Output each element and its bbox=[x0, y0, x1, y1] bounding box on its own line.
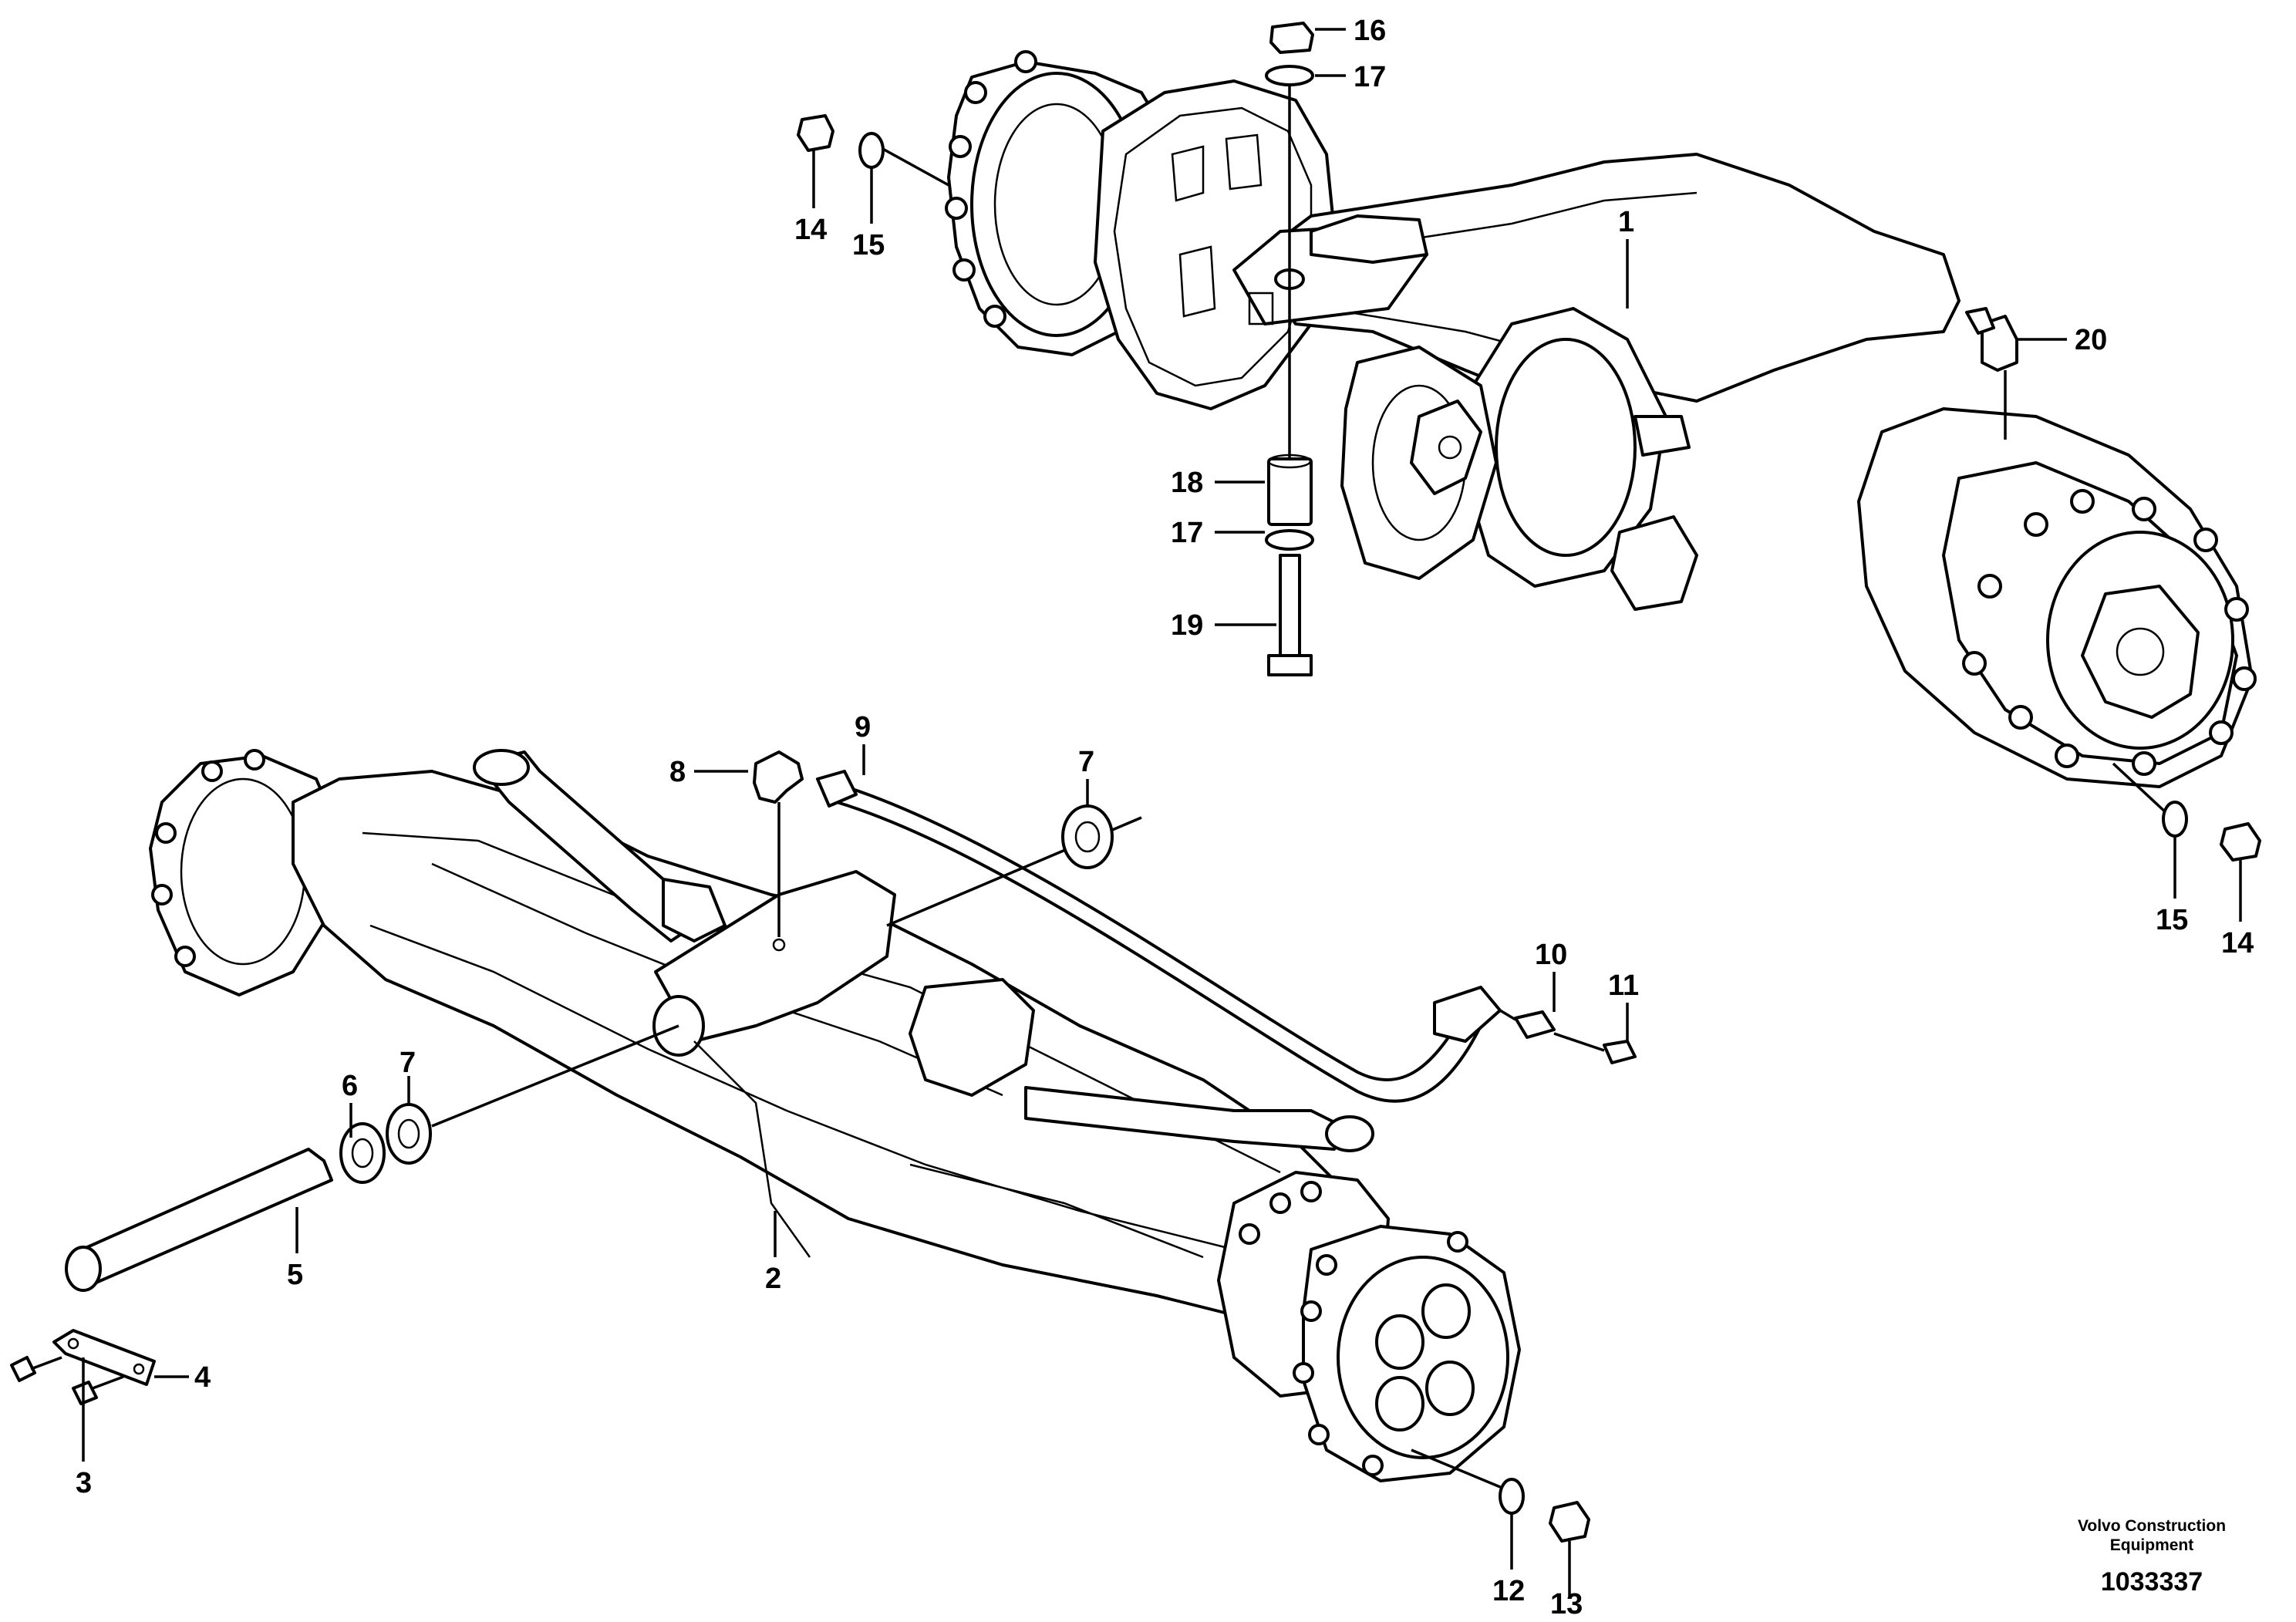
callout-6: 6 bbox=[342, 1070, 358, 1102]
washer-15-right bbox=[2162, 801, 2188, 838]
callout-16: 16 bbox=[1354, 15, 1386, 47]
lock-plate-4 bbox=[52, 1329, 156, 1386]
nipple-11 bbox=[1603, 1040, 1637, 1064]
callout-11: 11 bbox=[1608, 969, 1639, 1002]
rear-right-fasteners bbox=[2112, 762, 2261, 922]
nut-16 bbox=[1269, 22, 1314, 54]
washer-12 bbox=[1499, 1478, 1525, 1515]
callout-4: 4 bbox=[194, 1361, 211, 1394]
callout-15-left: 15 bbox=[852, 229, 885, 261]
front-right-fasteners bbox=[1411, 1448, 1590, 1597]
callout-14-right: 14 bbox=[2221, 927, 2254, 959]
callout-17-bottom: 17 bbox=[1171, 517, 1203, 549]
rear-axle-assembly bbox=[871, 50, 2257, 788]
rear-axle-right-hub bbox=[1857, 407, 2257, 788]
nut-14-left bbox=[797, 114, 834, 152]
adapter-10 bbox=[1514, 1010, 1556, 1039]
front-axle-right-hub bbox=[1293, 1225, 1521, 1482]
footer-credit: Volvo Construction Equipment 1033337 bbox=[2078, 1517, 2226, 1597]
callout-3: 3 bbox=[76, 1467, 92, 1499]
front-axle-housing bbox=[292, 749, 1390, 1398]
callout-leaders bbox=[82, 28, 2067, 1462]
washer-15-left bbox=[858, 132, 885, 169]
front-axle-assembly bbox=[149, 749, 1521, 1482]
washer-7 bbox=[386, 1103, 432, 1165]
elbow-fitting-8 bbox=[753, 750, 804, 804]
washer-6 bbox=[339, 1122, 386, 1184]
spacer-18 bbox=[1267, 457, 1313, 526]
hydraulic-hose-group bbox=[753, 750, 1637, 1103]
pivot-pin-group bbox=[10, 1024, 679, 1405]
credit-line-2: Equipment bbox=[2110, 1536, 2194, 1554]
callout-7-upper: 7 bbox=[1078, 746, 1094, 778]
rear-axle-brake-drum bbox=[1094, 79, 1336, 410]
nut-14-right bbox=[2220, 822, 2261, 862]
callout-20: 20 bbox=[2075, 324, 2107, 356]
rear-left-fasteners bbox=[797, 114, 885, 224]
callout-14-left: 14 bbox=[794, 214, 827, 246]
washer-17-top bbox=[1265, 65, 1314, 86]
document-number: 1033337 bbox=[2101, 1567, 2203, 1597]
bolt-3a bbox=[10, 1356, 36, 1382]
washer-7-upper bbox=[1061, 804, 1114, 869]
breather-fitting bbox=[1965, 307, 2018, 440]
credit-line-1: Volvo Construction bbox=[2078, 1517, 2226, 1535]
callout-7-lower: 7 bbox=[400, 1047, 416, 1079]
callout-10: 10 bbox=[1535, 939, 1567, 971]
callout-2: 2 bbox=[765, 1263, 781, 1295]
hose-9 bbox=[831, 781, 1467, 1081]
callout-13: 13 bbox=[1550, 1588, 1583, 1620]
callout-labels: 1 2 3 4 5 6 7 7 8 9 10 11 12 13 14 15 15… bbox=[76, 15, 2254, 1620]
callout-17-top: 17 bbox=[1354, 61, 1386, 93]
callout-1: 1 bbox=[1618, 206, 1634, 238]
bolt-19 bbox=[1279, 554, 1301, 657]
upper-washer-7-group bbox=[886, 804, 1142, 927]
callout-5: 5 bbox=[287, 1259, 303, 1291]
callout-9: 9 bbox=[855, 711, 871, 744]
rear-axle-housing bbox=[1232, 153, 1961, 611]
nut-13 bbox=[1549, 1501, 1590, 1543]
callout-19: 19 bbox=[1171, 609, 1203, 642]
callout-8: 8 bbox=[669, 756, 686, 788]
washer-17-bottom bbox=[1265, 529, 1314, 551]
callout-15-right: 15 bbox=[2156, 904, 2188, 936]
callout-18: 18 bbox=[1171, 467, 1203, 499]
callout-12: 12 bbox=[1492, 1575, 1525, 1607]
mounting-bolt-stack bbox=[1265, 22, 1314, 676]
bolt-3b bbox=[72, 1381, 98, 1405]
